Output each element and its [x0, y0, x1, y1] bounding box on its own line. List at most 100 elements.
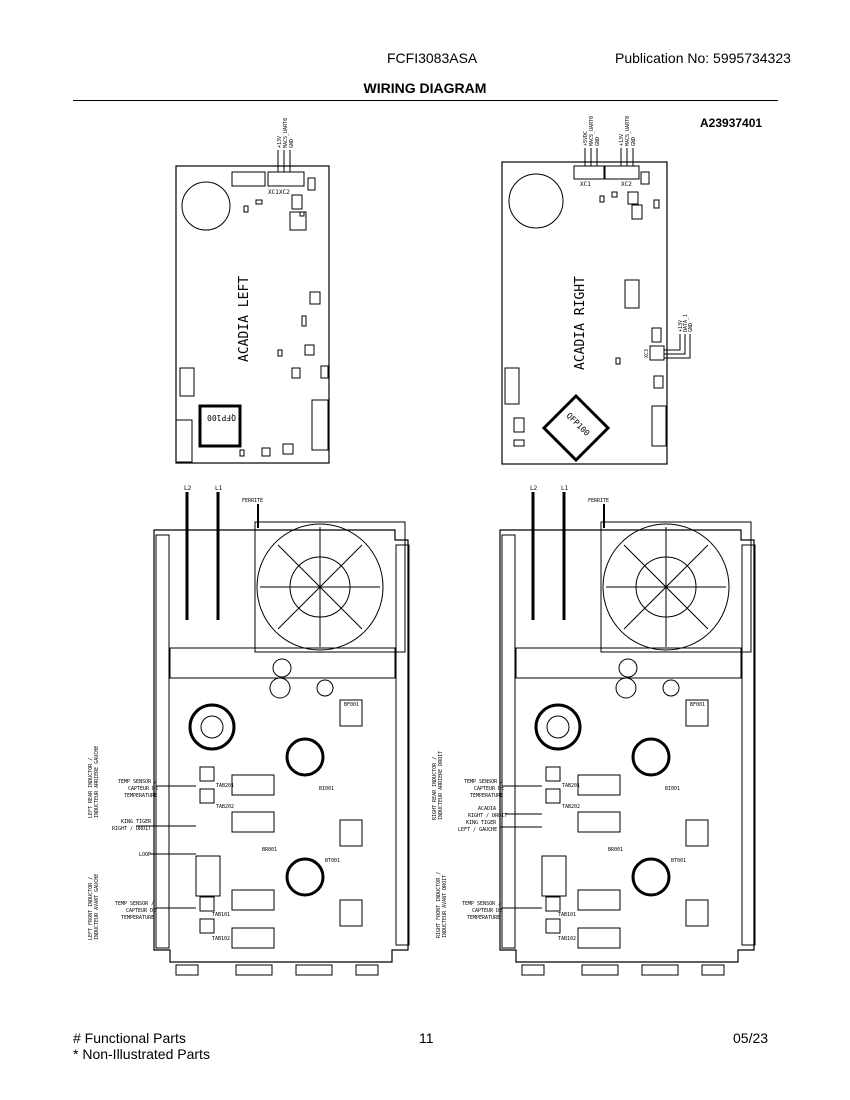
acadia-label: ACADIA: [478, 806, 496, 812]
xc1-label: XC1: [580, 181, 591, 188]
front-inductor-label: INDUCTEUR AVANT GAUCHE: [94, 874, 100, 940]
l2-label: L2: [184, 485, 192, 492]
right-generator: L2 L1 FERRITE TEMP SENSOR / CAPTEUR DE T…: [432, 485, 756, 976]
temp-sensor-label: CAPTEUR DE: [472, 908, 502, 914]
document-number: A23937401: [700, 116, 763, 130]
chip-label: QFP100: [207, 413, 236, 422]
buzzer-icon: [508, 173, 564, 229]
temp-sensor-label: TEMP SENSOR /: [464, 779, 503, 785]
pin-label: GND: [631, 137, 637, 146]
toroid-coil: [631, 737, 671, 777]
front-inductor-label: INDUCTEUR AVANT DROIT: [442, 875, 448, 938]
king-tiger-label: KING TIGER: [121, 819, 152, 825]
ref-label: BF001: [344, 702, 359, 708]
fan-icon: [256, 523, 384, 651]
xc1-connector: [573, 165, 605, 180]
xc2-label: XC2: [621, 181, 632, 188]
header-rule: [73, 100, 778, 101]
ferrite-label: FERRITE: [242, 498, 263, 504]
ref-label: BR001: [608, 847, 623, 853]
non-illustrated-note: * Non-Illustrated Parts: [73, 1046, 210, 1062]
functional-parts-note: # Functional Parts: [73, 1030, 186, 1046]
l1-label: L1: [215, 485, 223, 492]
chip-label: QFP100: [565, 411, 592, 438]
xc3-connector: [649, 345, 665, 361]
ferrite-label: FERRITE: [588, 498, 609, 504]
ref-label: BR001: [262, 847, 277, 853]
rear-inductor-label: LEFT REAR INDUCTOR /: [88, 758, 94, 818]
ref-label: BT001: [671, 858, 686, 864]
tab-label: TAB201: [216, 783, 234, 789]
xc3-label: XC3: [644, 349, 650, 358]
pin-label: DATA_1: [683, 314, 689, 332]
pin-label: MACS_UART0: [625, 116, 631, 146]
pin-label: GND: [595, 137, 601, 146]
temp-sensor-label: CAPTEUR DE: [128, 786, 158, 792]
toroid-coil: [285, 737, 325, 777]
pin-label: MACS_UART0: [283, 118, 289, 148]
left-generator: L2 L1 FERRITE TEMP SENSOR / CAPTEUR DE T…: [88, 485, 410, 976]
cooling-fan: [600, 521, 752, 653]
left-control-board: XC1 XC2 +13V MACS_UART0 GND ACADIA LEFT …: [175, 118, 330, 464]
toroid-coil: [631, 857, 671, 897]
right-board-name: ACADIA RIGHT: [573, 276, 588, 370]
tab-label: TAB201: [562, 783, 580, 789]
acadia-label: RIGHT / DROIT: [468, 813, 507, 819]
temp-sensor-label: TEMPERATURE: [470, 793, 503, 799]
pin-label: GND: [289, 139, 295, 148]
tab-label: TAB101: [212, 912, 230, 918]
tab-label: TAB202: [562, 804, 580, 810]
left-board-name: ACADIA LEFT: [237, 276, 252, 362]
temp-sensor-label: TEMPERATURE: [121, 915, 154, 921]
king-tiger-label: LEFT / GAUCHE: [458, 827, 497, 833]
right-control-board: XC1 XC2 +5VDC MACS_UART0 GND +13V MACS_U…: [501, 116, 694, 465]
text-label-box: [541, 855, 567, 897]
ref-label: BI001: [665, 786, 680, 792]
ref-label: BI001: [319, 786, 334, 792]
rear-inductor-label: INDUCTEUR ARRIERE GAUCHE: [94, 746, 100, 818]
temp-sensor-label: CAPTEUR DE: [126, 908, 156, 914]
xc1-label: XC1: [268, 189, 279, 196]
tab-label: TAB101: [558, 912, 576, 918]
rear-inductor-label: RIGHT REAR INDUCTOR /: [432, 757, 438, 820]
rear-inductor-label: INDUCTEUR ARRIERE DROIT: [438, 751, 444, 820]
xc2-label: XC2: [279, 189, 290, 196]
pin-label: +13V: [619, 134, 625, 146]
qfp100-chip: [541, 393, 611, 463]
loop-label: LOOP: [139, 852, 151, 858]
pin-label: +13V: [678, 320, 684, 332]
temp-sensor-label: TEMPERATURE: [467, 915, 500, 921]
tab-label: TAB102: [558, 936, 576, 942]
publication-number: Publication No: 5995734323: [615, 50, 791, 66]
chip-label-box: [624, 279, 640, 309]
king-tiger-label: KING TIGER: [466, 820, 497, 826]
xc2-connector: [604, 165, 640, 180]
temp-sensor-label: TEMP SENSOR /: [115, 901, 154, 907]
pin-label: +13V: [277, 136, 283, 148]
front-inductor-label: LEFT FRONT INDUCTOR /: [88, 877, 94, 940]
text-label-box: [195, 855, 221, 897]
pin-label: +5VDC: [583, 131, 589, 146]
ref-label: BT001: [325, 858, 340, 864]
temp-sensor-label: TEMP SENSOR /: [118, 779, 157, 785]
toroid-coil: [285, 857, 325, 897]
l1-label: L1: [561, 485, 569, 492]
model-number: FCFI3083ASA: [387, 50, 478, 66]
qfp100-chip: [198, 404, 242, 448]
pin-label: MACS_UART0: [589, 116, 595, 146]
temp-sensor-label: CAPTEUR DE: [474, 786, 504, 792]
temp-sensor-label: TEMP SENSOR /: [462, 901, 501, 907]
xc2-connector: [267, 171, 305, 187]
ref-label: BF001: [690, 702, 705, 708]
buzzer-icon: [181, 181, 231, 231]
temp-sensor-label: TEMPERATURE: [124, 793, 157, 799]
l2-label: L2: [530, 485, 538, 492]
page-title: WIRING DIAGRAM: [363, 80, 487, 96]
tab-label: TAB102: [212, 936, 230, 942]
revision-date: 05/23: [733, 1030, 769, 1046]
page-number: 11: [419, 1030, 434, 1046]
pin-label: GND: [688, 323, 694, 332]
xc1-connector: [231, 171, 266, 187]
fan-icon: [602, 523, 730, 651]
